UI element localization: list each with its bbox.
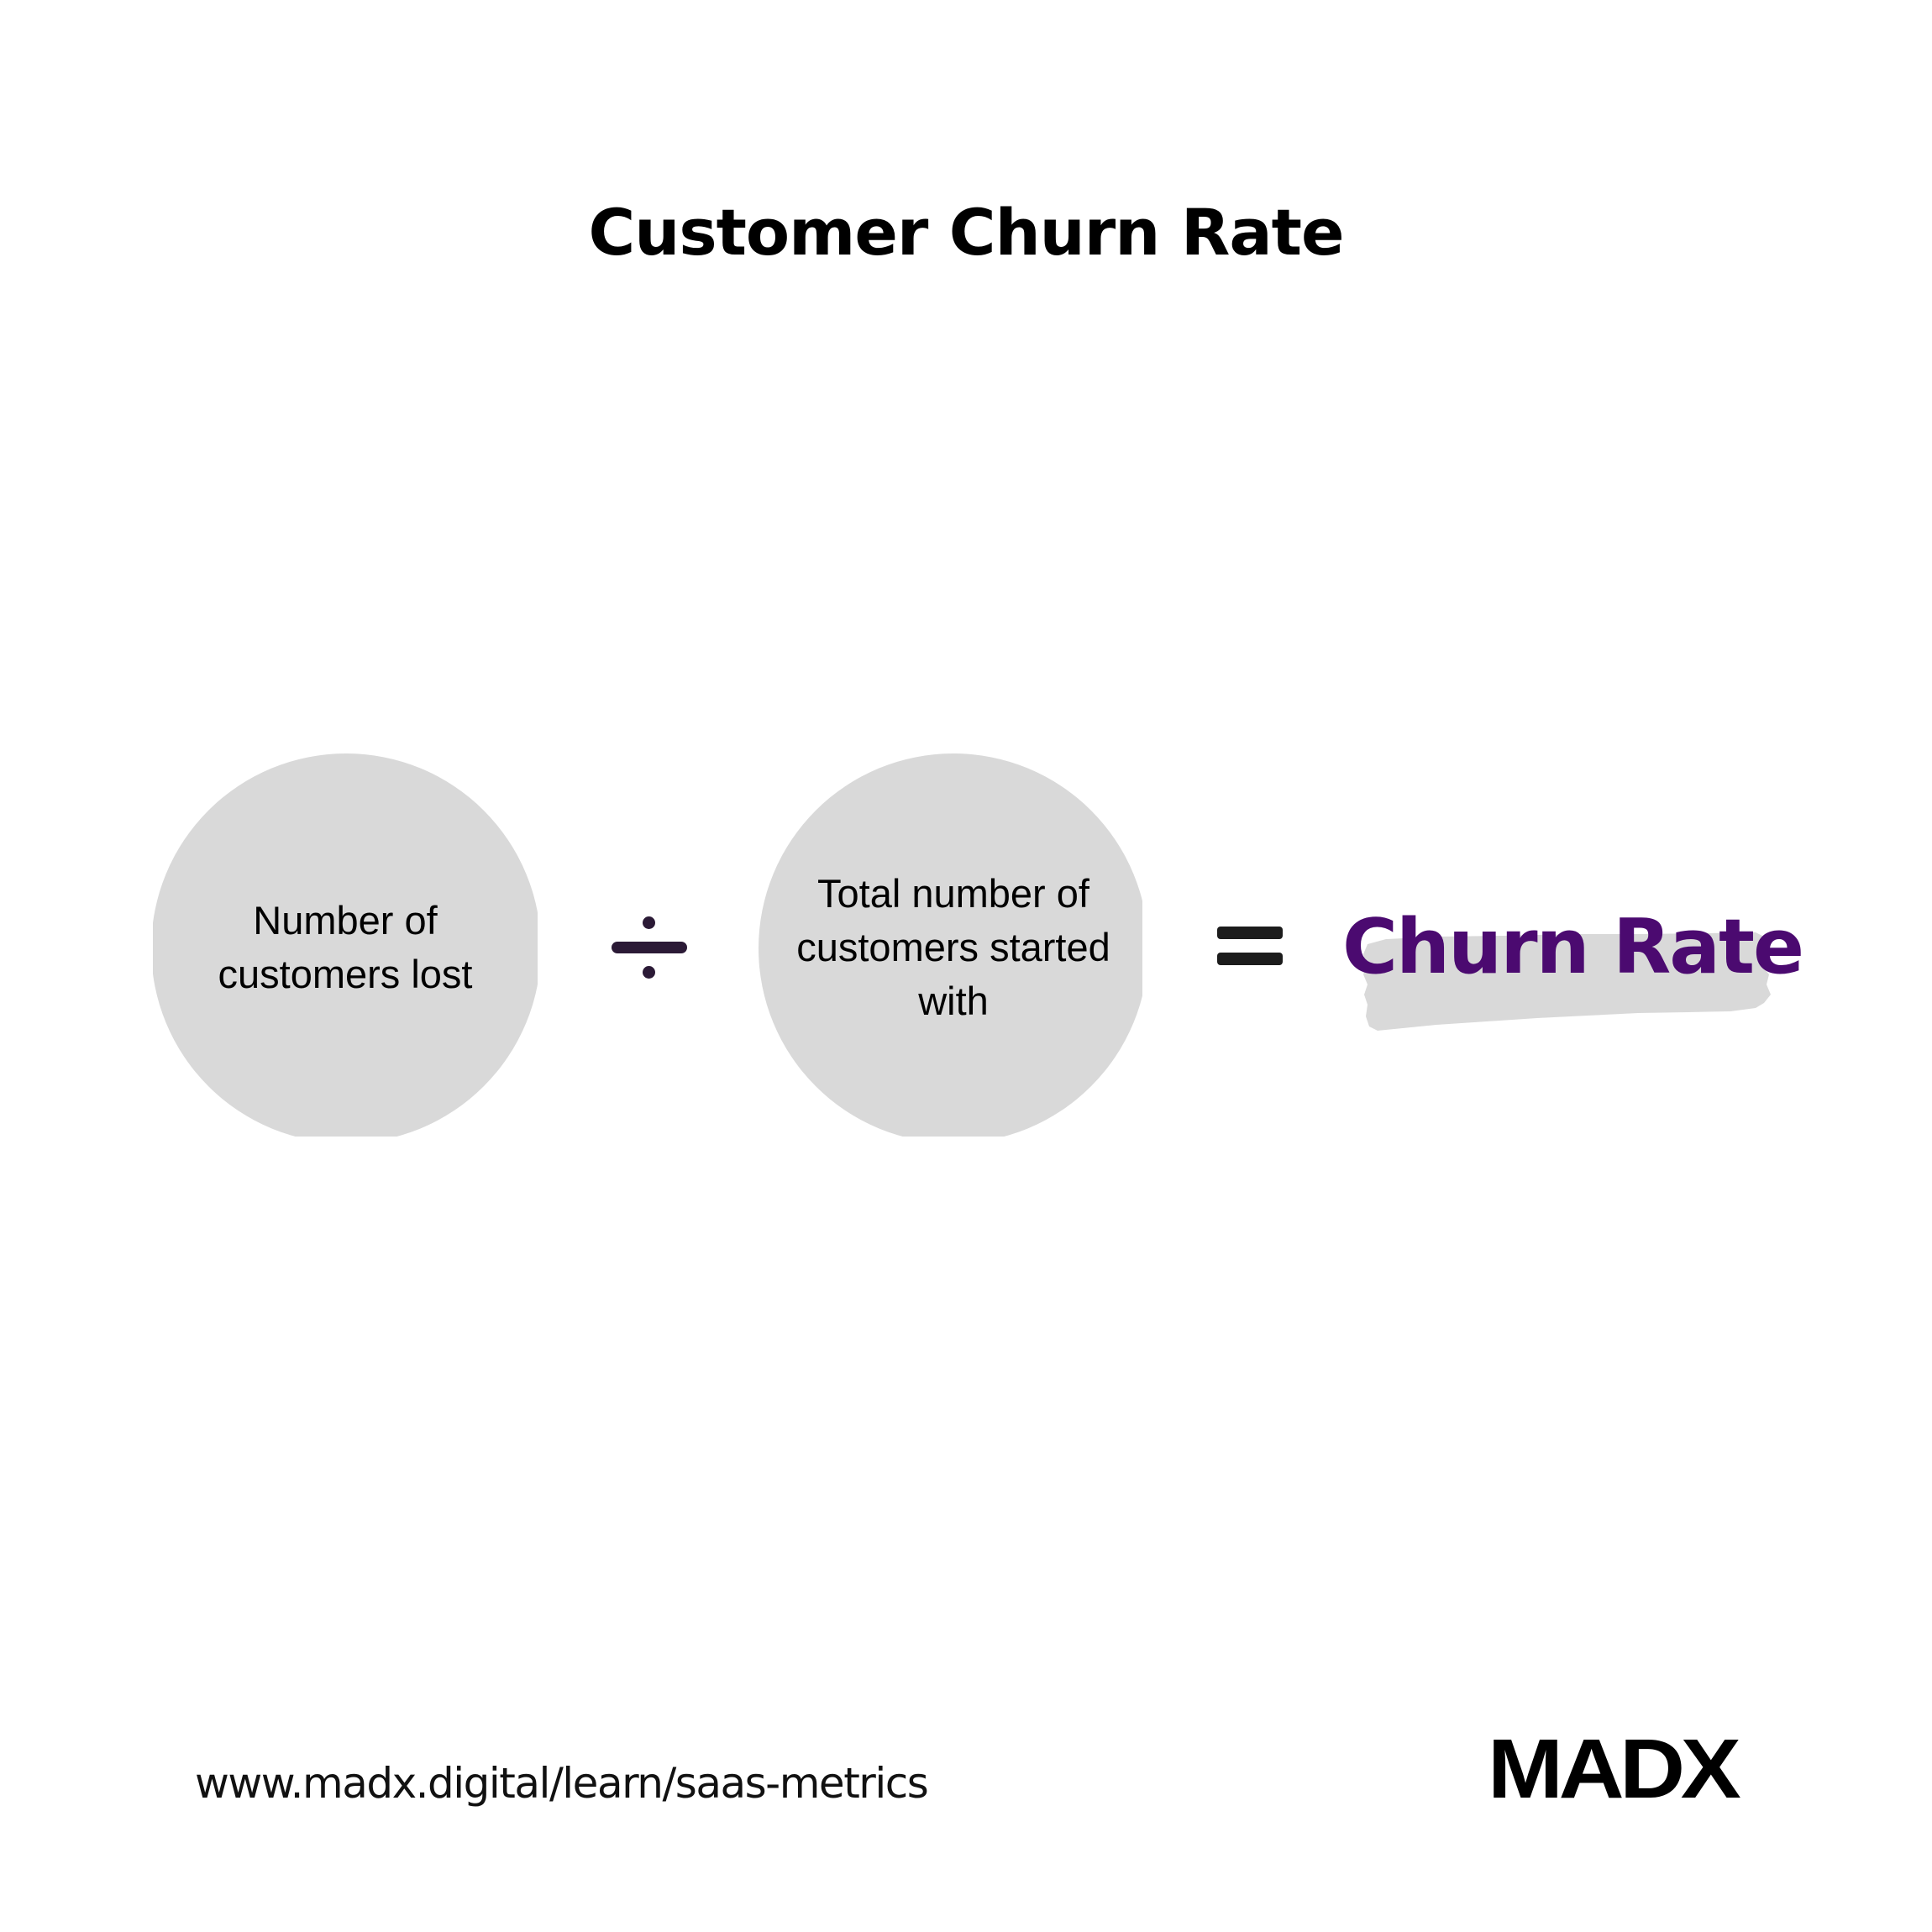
madx-logo: MADX [1488, 1722, 1741, 1816]
divide-dot-bottom [643, 966, 655, 979]
divide-bar [612, 942, 687, 953]
numerator-circle-clip [153, 753, 538, 1137]
divide-icon [612, 916, 687, 979]
brush-stroke-highlight [1363, 932, 1771, 1031]
equals-icon [1217, 927, 1283, 965]
footer-url-link[interactable]: www.madx.digital/learn/saas-metrics [195, 1759, 929, 1808]
denominator-circle-clip [759, 753, 1142, 1137]
churn-rate-result: Churn Rate [1342, 903, 1804, 991]
divide-dot-top [643, 916, 655, 929]
page-title: Customer Churn Rate [588, 195, 1344, 270]
equals-bar-bottom [1217, 953, 1283, 965]
result: Churn Rate [1336, 890, 1806, 1075]
numerator-circle [153, 753, 538, 1137]
numerator-label: Number of customers lost [218, 898, 473, 996]
equals-bar-top [1217, 927, 1283, 939]
denominator-label: Total number of customers started with [796, 871, 1110, 1023]
denominator-circle [759, 753, 1142, 1137]
